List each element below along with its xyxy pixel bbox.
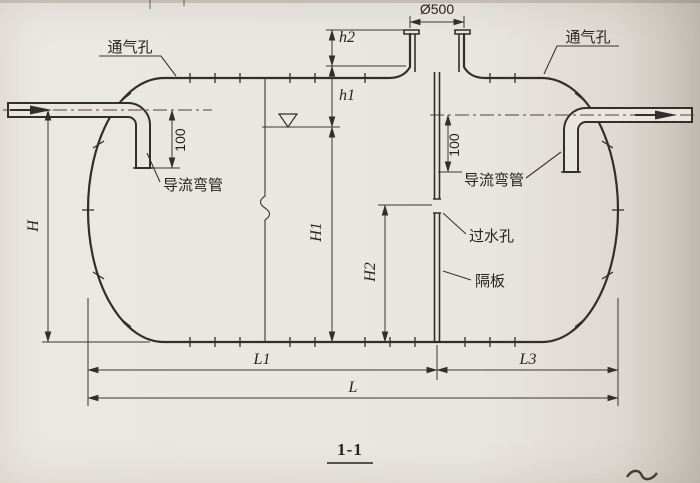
outlet-pipe	[561, 107, 693, 173]
vent-left-label: 通气孔	[107, 39, 152, 56]
vent-right-label: 通气孔	[565, 29, 610, 46]
dimension-lines	[42, 16, 619, 406]
guide-elbow-left-leader	[146, 152, 161, 183]
paper-top-edge	[0, 0, 700, 3]
h1-label: h1	[339, 87, 355, 104]
vent-right-leader	[543, 45, 619, 75]
outflow-arrow-icon	[655, 110, 677, 120]
pen-scribble	[626, 469, 658, 481]
leader-lines	[99, 45, 619, 281]
neck-flanges	[403, 29, 471, 35]
baffle-label: 隔板	[475, 272, 505, 290]
baffle-walls	[433, 72, 441, 342]
section-title-group: 1-1	[327, 440, 373, 464]
length-extension-lines	[87, 298, 619, 406]
water-level	[262, 113, 340, 129]
height-total-label: H	[25, 219, 42, 233]
height-h2-label: H2	[362, 262, 379, 283]
inlet-pipe	[7, 102, 153, 169]
water-hole-label: 过水孔	[469, 228, 514, 245]
length-l3-label: L3	[519, 351, 537, 368]
baffle-leader	[442, 270, 472, 281]
inlet-pipe-body	[7, 102, 151, 169]
h-extension-lines	[326, 29, 406, 67]
water-hole-leader	[442, 212, 467, 235]
fold-marks	[149, 0, 185, 9]
guide-elbow-right-leader	[525, 151, 562, 179]
length-total-label: L	[348, 379, 358, 396]
height-h1-label: H1	[308, 222, 325, 243]
inflow-arrow-icon	[30, 105, 52, 115]
text-labels: 通气孔 通气孔 Ø500 h2 h1 导流弯管 导流弯管 过水孔 隔板 100 …	[25, 1, 611, 396]
water-level-icon	[277, 113, 299, 129]
vent-left-leader	[99, 55, 177, 77]
shell-break-line	[259, 78, 271, 342]
manhole-diameter-label: Ø500	[420, 1, 454, 17]
guide-elbow-left-label: 导流弯管	[163, 177, 223, 194]
section-title: 1-1	[337, 440, 363, 459]
neck-outer-walls	[387, 32, 487, 80]
manhole-neck	[387, 29, 487, 80]
outlet-pipe-body	[563, 107, 693, 173]
offset-right-label: 100	[446, 133, 462, 157]
tank-shell	[82, 73, 624, 347]
h2-label: h2	[339, 29, 355, 46]
length-l1-label: L1	[253, 351, 271, 368]
flow-arrows	[10, 105, 677, 120]
neck-inner-walls	[414, 34, 460, 72]
shell-ticks	[82, 73, 624, 347]
guide-elbow-right-label: 导流弯管	[464, 172, 524, 189]
baffle-partition	[433, 72, 441, 342]
offset-left-label: 100	[172, 128, 188, 152]
tank-outline	[86, 76, 620, 344]
